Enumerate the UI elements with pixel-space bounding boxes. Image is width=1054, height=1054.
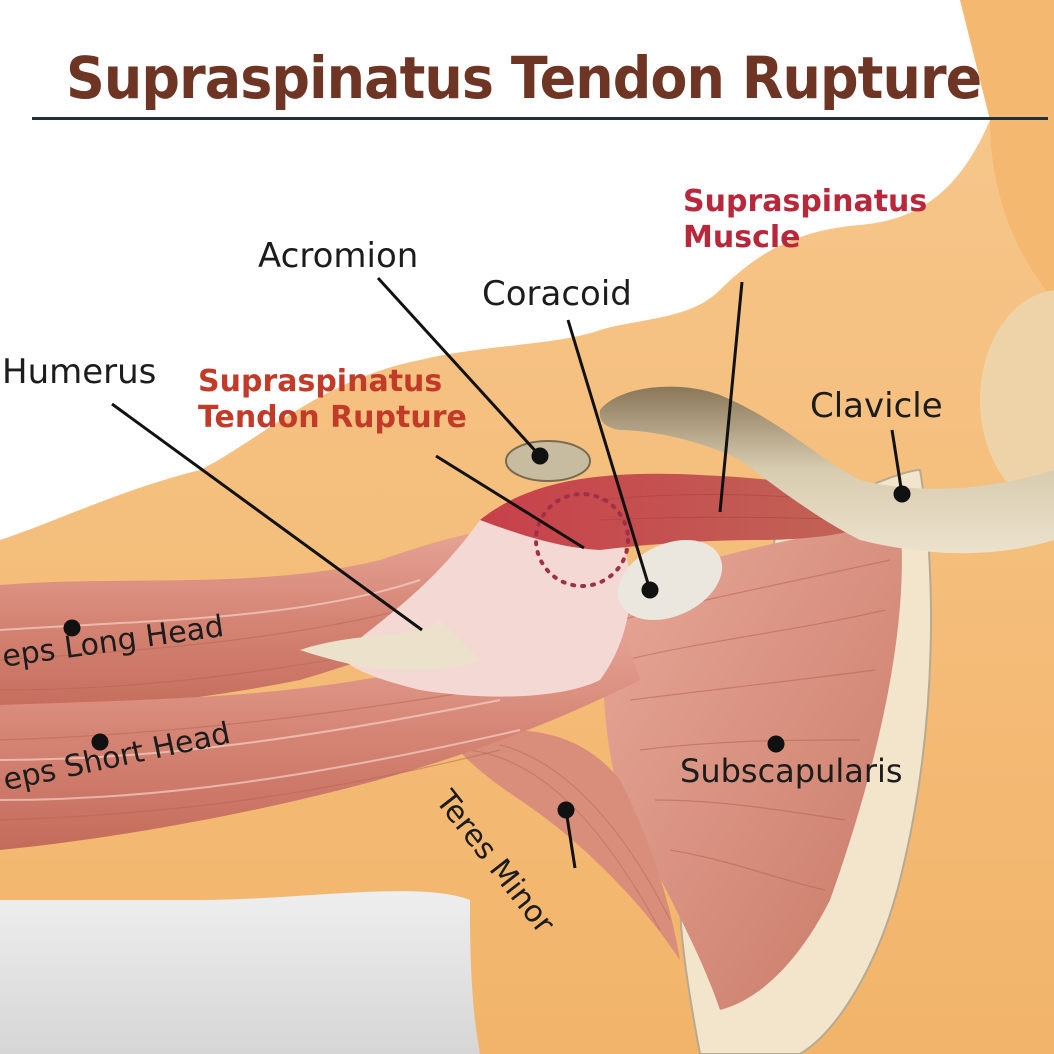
label-tendon-rupture: Supraspinatus Tendon Rupture: [198, 364, 467, 436]
label-humerus: Humerus: [2, 352, 157, 392]
diagram-title: Supraspinatus Tendon Rupture: [66, 44, 982, 112]
label-acromion: Acromion: [258, 236, 419, 276]
label-subscapularis: Subscapularis: [680, 752, 903, 790]
label-coracoid: Coracoid: [482, 274, 632, 314]
label-tendon-rupture-line2: Tendon Rupture: [198, 400, 467, 435]
label-supraspinatus-muscle-line1: Supraspinatus: [683, 184, 928, 219]
title-underline: [32, 117, 1048, 120]
label-clavicle: Clavicle: [810, 386, 943, 426]
label-supraspinatus-muscle: Supraspinatus Muscle: [683, 184, 927, 256]
label-tendon-rupture-line1: Supraspinatus: [198, 364, 443, 399]
label-supraspinatus-muscle-line2: Muscle: [683, 220, 801, 255]
